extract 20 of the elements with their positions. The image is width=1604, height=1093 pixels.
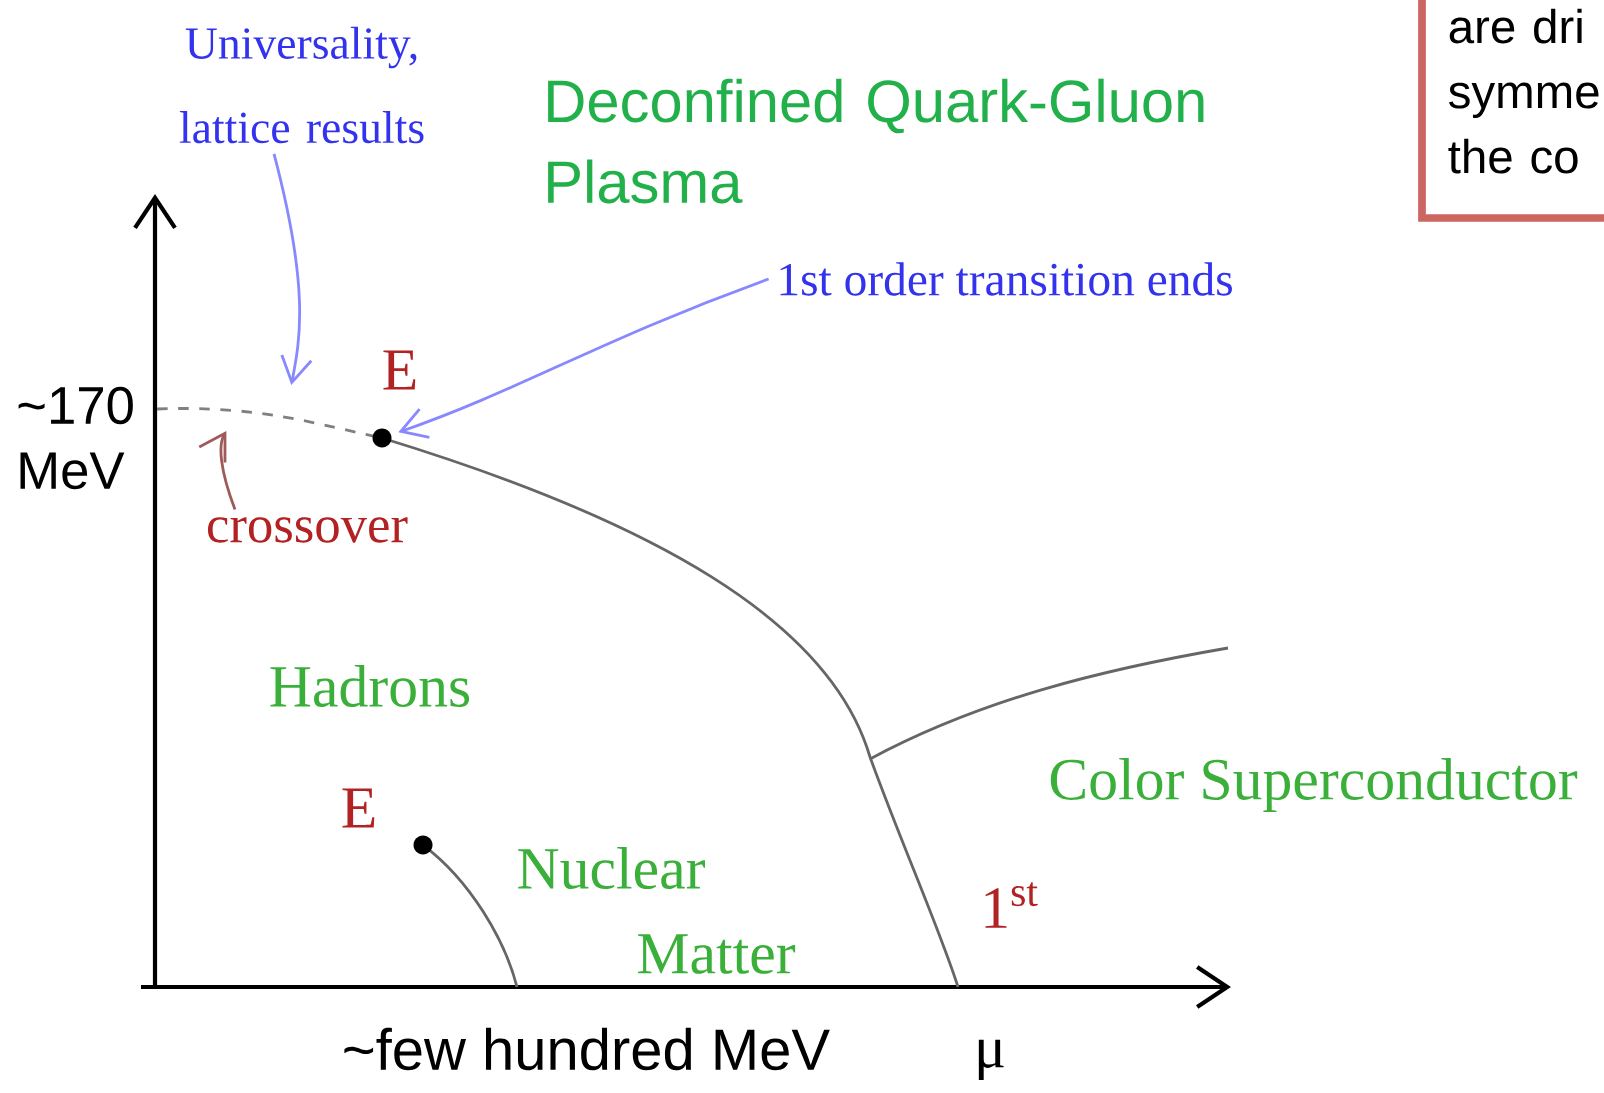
region-label: Nuclear [518, 847, 705, 890]
region-label: Matter [638, 934, 796, 974]
point-label: E [383, 350, 416, 390]
arrow [272, 153, 313, 386]
axis-label: ~few hundred MeV [344, 1027, 830, 1071]
critical-point-dot [413, 835, 433, 855]
arrow [198, 431, 237, 511]
point-label: E [342, 788, 375, 828]
axis-label: μ [978, 1039, 1004, 1081]
note-box: are dri symme the co [1418, 0, 1604, 222]
region-label: Hadrons [270, 665, 470, 708]
callout-text: crossover [208, 517, 408, 543]
region-label: Deconfined Quark-Gluon Plasma [548, 78, 1204, 204]
callout-text: 1st order transition ends [780, 262, 1232, 296]
line-label: 1$^{st}$ [985, 882, 1038, 928]
arrow [398, 277, 770, 439]
critical-point-dot [372, 428, 392, 448]
region-label: Color Superconductor [1050, 757, 1578, 813]
callout-text: Universality, lattice results [179, 26, 424, 144]
axis-tick-label: ~170 MeV [18, 386, 133, 490]
